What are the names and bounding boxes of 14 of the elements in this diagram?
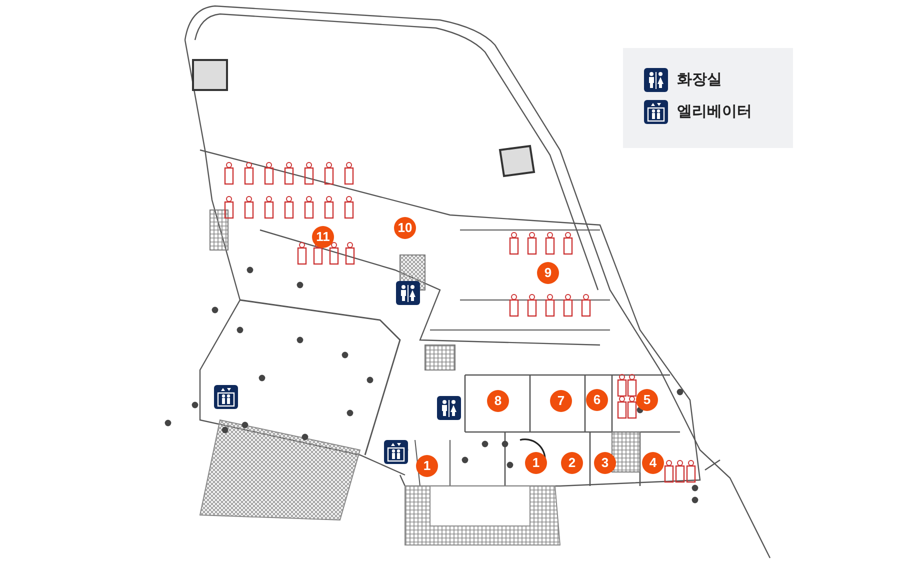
room-number-marker: 3 (594, 452, 616, 474)
room-number-marker: 9 (537, 262, 559, 284)
room-number-marker: 10 (394, 217, 416, 239)
room-number-marker: 8 (487, 390, 509, 412)
room-number-marker: 11 (312, 226, 334, 248)
room-number-marker: 1 (416, 455, 438, 477)
room-number-marker: 4 (642, 452, 664, 474)
room-number-marker: 6 (586, 389, 608, 411)
legend-label: 엘리베이터 (677, 102, 752, 121)
room-number-marker: 1 (525, 452, 547, 474)
legend-label: 화장실 (677, 70, 722, 89)
room-number-marker: 2 (561, 452, 583, 474)
room-number-marker: 7 (550, 390, 572, 412)
room-number-marker: 5 (636, 389, 658, 411)
